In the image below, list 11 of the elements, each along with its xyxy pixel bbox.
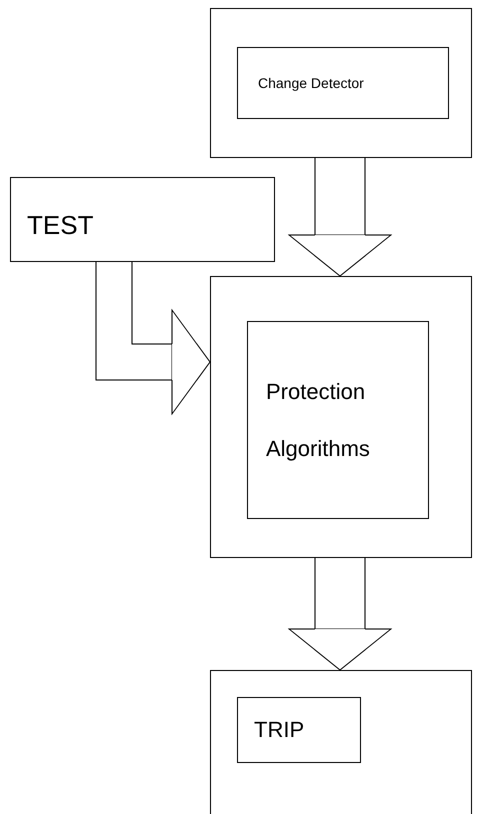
- box-label: Protection Algorithms: [266, 378, 371, 463]
- frame-box: [210, 276, 472, 558]
- frame-box: [210, 8, 472, 158]
- text-box: [10, 177, 275, 262]
- text-box: [237, 697, 361, 763]
- text-box: [237, 47, 449, 119]
- box-label: Change Detector: [258, 74, 364, 92]
- box-label: TRIP: [254, 716, 304, 744]
- frame-box: [210, 670, 472, 814]
- text-box: [247, 321, 429, 519]
- box-label: TEST: [27, 210, 94, 242]
